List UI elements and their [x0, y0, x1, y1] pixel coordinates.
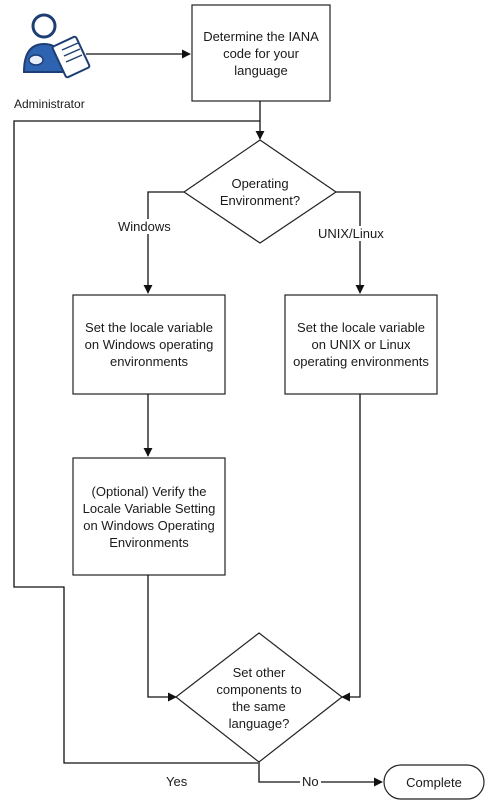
connector-unix-branch	[336, 191, 365, 294]
connector-unix-to-decision	[341, 394, 361, 702]
step-set-windows: Set the locale variable on Windows opera…	[84, 320, 214, 369]
connector-verify-to-decision	[147, 575, 177, 702]
edge-label-unix-linux: UNIX/Linux	[316, 226, 386, 241]
connector-windows-branch	[143, 191, 184, 294]
connector-no-branch	[258, 762, 383, 787]
decision-operating-environment-shape	[182, 139, 338, 244]
step-verify-windows: (Optional) Verify the Locale Variable Se…	[82, 483, 216, 550]
step-set-unix: Set the locale variable on UNIX or Linux…	[293, 320, 429, 369]
step-set-windows-box	[72, 294, 226, 395]
terminal-complete-shape	[383, 764, 485, 800]
terminal-complete: Complete	[406, 774, 462, 790]
step-determine-iana: Determine the IANA code for your languag…	[203, 28, 319, 78]
administrator-icon	[22, 13, 91, 79]
decision-operating-environment: Operating Environment?	[219, 176, 301, 208]
step-set-unix-box	[284, 294, 438, 395]
actor-label: Administrator	[12, 97, 87, 111]
edge-label-windows: Windows	[116, 219, 173, 234]
connector-yes-loop	[13, 120, 260, 764]
edge-label-no: No	[300, 774, 321, 789]
step-determine-iana-box	[191, 4, 331, 102]
edge-label-yes: Yes	[164, 774, 190, 789]
step-verify-windows-box	[72, 457, 226, 576]
decision-set-other: Set other components to the same languag…	[216, 665, 302, 731]
